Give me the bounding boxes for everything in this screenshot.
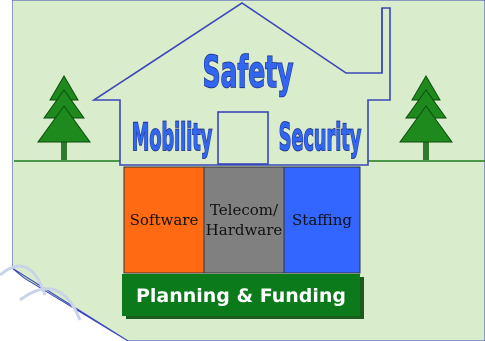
foundation: Planning & Funding — [122, 274, 364, 319]
left-label: Mobility — [132, 115, 213, 159]
pillar-telecom-label-line1: Telecom/ — [210, 201, 279, 219]
pillar-telecom-hardware — [203, 166, 285, 274]
pillar-staffing — [283, 166, 361, 274]
right-tree-icon — [399, 75, 453, 160]
foundation-label: Planning & Funding — [136, 285, 346, 307]
pillars: Software Telecom/ Hardware Staffing — [123, 166, 361, 274]
house-outline — [91, 2, 391, 166]
pillar-software — [123, 166, 205, 274]
roof-label: Safety — [203, 48, 294, 98]
pillar-software-label: Software — [130, 211, 199, 229]
pillar-staffing-label: Staffing — [292, 211, 352, 229]
pillar-telecom-label-line2: Hardware — [206, 221, 283, 239]
right-label: Security — [279, 115, 362, 159]
left-tree-icon — [37, 75, 91, 160]
